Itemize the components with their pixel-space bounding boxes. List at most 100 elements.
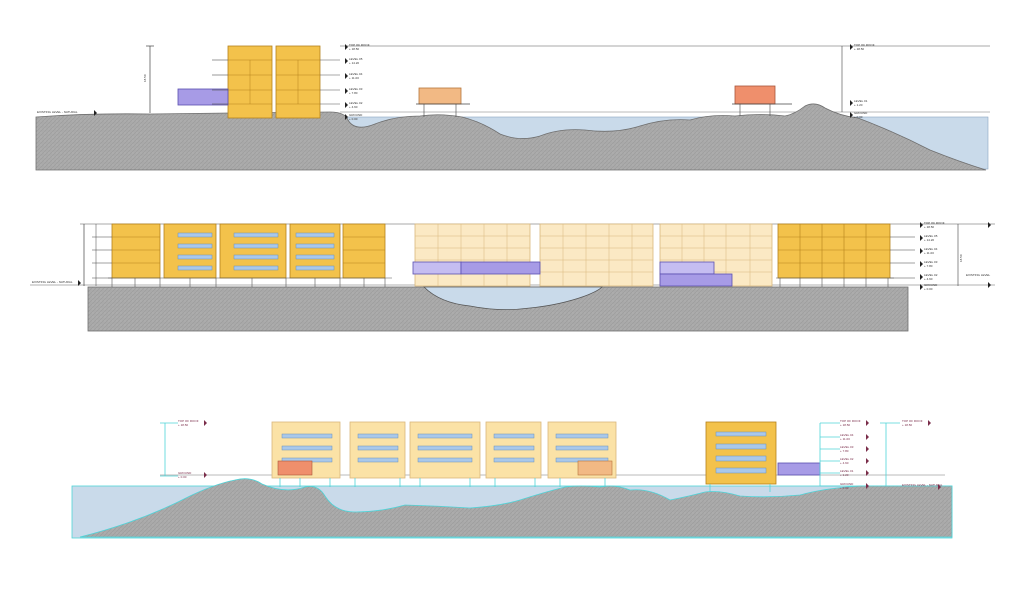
svg-text:LEVEL 02: LEVEL 02 xyxy=(924,273,938,277)
svg-text:TOP OF ROOF: TOP OF ROOF xyxy=(840,419,861,423)
svg-text:+ 7.80: + 7.80 xyxy=(924,264,933,268)
purple-podium xyxy=(177,88,229,106)
level-marker-icon xyxy=(850,44,853,50)
pavilion-red xyxy=(732,85,792,116)
svg-text:LEVEL 04: LEVEL 04 xyxy=(349,72,363,76)
tower-right xyxy=(705,421,777,492)
level-marker-icon xyxy=(866,434,869,440)
svg-text:LEVEL 01: LEVEL 01 xyxy=(840,469,854,473)
building-row-middle xyxy=(412,223,773,287)
level-labels-right: TOP OF ROOF + 18.50 LEVEL 05 + 14.20 LEV… xyxy=(920,221,945,291)
svg-text:+ 11.00: + 11.00 xyxy=(840,437,850,441)
svg-text:LEVEL 05: LEVEL 05 xyxy=(924,234,938,238)
svg-text:TOP OF ROOF: TOP OF ROOF xyxy=(924,221,945,225)
level-marker-icon xyxy=(345,88,348,94)
svg-text:+ 4.60: + 4.60 xyxy=(349,105,358,109)
svg-text:GROUND: GROUND xyxy=(854,111,868,115)
svg-text:+ 0.00: + 0.00 xyxy=(178,475,187,479)
level-marker-icon xyxy=(345,73,348,79)
level-marker-icon xyxy=(988,222,991,228)
block-a xyxy=(163,223,217,279)
svg-text:+ 0.00: + 0.00 xyxy=(924,287,933,291)
svg-text:+ 1.20: + 1.20 xyxy=(840,473,849,477)
svg-text:LEVEL 04: LEVEL 04 xyxy=(924,247,938,251)
height-dimension-label: 18.50 xyxy=(143,74,147,82)
purple-podium xyxy=(777,462,821,476)
building-row-left xyxy=(108,223,392,287)
svg-text:+ 18.50: + 18.50 xyxy=(902,423,912,427)
terrain-section xyxy=(79,478,953,538)
level-marker-icon xyxy=(866,470,869,476)
level-marker-icon xyxy=(928,420,931,426)
tower-b xyxy=(275,45,321,119)
level-marker-icon xyxy=(850,100,853,106)
block-b xyxy=(219,223,287,279)
svg-text:+ 0.00: + 0.00 xyxy=(840,486,849,490)
svg-text:TOP OF ROOF: TOP OF ROOF xyxy=(178,419,199,423)
level-marker-icon xyxy=(204,472,207,478)
level-marker-icon xyxy=(78,280,81,286)
level-marker-icon xyxy=(866,458,869,464)
level-marker-icon xyxy=(345,58,348,64)
level-marker-icon xyxy=(920,284,923,290)
level-marker-icon xyxy=(920,248,923,254)
existing-level-note: EXISTING LEVEL - NATURAL xyxy=(902,483,943,487)
building-block-5 xyxy=(547,421,617,479)
level-labels-left: TOP OF ROOF + 18.50 GROUND + 0.00 xyxy=(178,419,207,479)
level-marker-icon xyxy=(850,112,853,118)
dimension-lines xyxy=(160,422,900,487)
existing-level-note: EXISTING LEVEL - NATURAL xyxy=(37,110,78,114)
svg-text:LEVEL 04: LEVEL 04 xyxy=(840,433,854,437)
block-c xyxy=(289,223,341,279)
pavilion-orange xyxy=(577,460,613,476)
right-level-note: EXISTING LEVEL xyxy=(966,273,991,277)
existing-level-note: EXISTING LEVEL - NATURAL xyxy=(32,280,73,284)
svg-text:GROUND: GROUND xyxy=(178,471,192,475)
svg-text:+ 1.20: + 1.20 xyxy=(854,103,863,107)
level-marker-icon xyxy=(920,235,923,241)
building-row-right xyxy=(776,223,894,287)
building-block-3 xyxy=(409,421,481,479)
level-marker-icon xyxy=(204,420,207,426)
level-marker-icon xyxy=(866,483,869,489)
pavilion-orange xyxy=(416,87,470,117)
svg-text:+ 11.00: + 11.00 xyxy=(349,76,359,80)
svg-text:+ 0.00: + 0.00 xyxy=(349,117,358,121)
height-dimension-label: 18.50 xyxy=(959,254,963,262)
level-marker-icon xyxy=(94,110,97,116)
svg-text:+ 14.20: + 14.20 xyxy=(924,238,934,242)
svg-text:+ 7.80: + 7.80 xyxy=(840,449,849,453)
terrain-section xyxy=(35,103,987,171)
svg-text:+ 11.00: + 11.00 xyxy=(924,251,934,255)
svg-text:GROUND: GROUND xyxy=(840,482,854,486)
section-3: TOP OF ROOF + 18.50 GROUND + 0.00 TOP OF… xyxy=(71,419,953,539)
svg-text:TOP OF ROOF: TOP OF ROOF xyxy=(854,43,875,47)
svg-text:+ 0.00: + 0.00 xyxy=(854,115,863,119)
svg-text:+ 18.50: + 18.50 xyxy=(924,225,934,229)
building-stilts xyxy=(279,478,606,487)
purple-podium xyxy=(460,261,541,275)
floor-ticks xyxy=(92,236,915,279)
purple-podium xyxy=(659,273,733,287)
water-body xyxy=(423,286,603,310)
building-block-4 xyxy=(485,421,542,479)
section-2: EXISTING LEVEL - NATURAL 18.50 EXISTING … xyxy=(30,221,995,332)
svg-text:LEVEL 02: LEVEL 02 xyxy=(349,101,363,105)
svg-text:TOP OF ROOF: TOP OF ROOF xyxy=(902,419,923,423)
level-marker-icon xyxy=(938,484,941,490)
purple-podium xyxy=(659,261,715,275)
svg-text:TOP OF ROOF: TOP OF ROOF xyxy=(349,43,370,47)
svg-text:+ 7.80: + 7.80 xyxy=(349,91,358,95)
level-marker-icon xyxy=(920,222,923,228)
level-marker-icon xyxy=(866,446,869,452)
svg-text:LEVEL 03: LEVEL 03 xyxy=(840,445,854,449)
svg-text:LEVEL 05: LEVEL 05 xyxy=(349,57,363,61)
level-labels-right: TOP OF ROOF + 18.50 LEVEL 04 + 11.00 LEV… xyxy=(840,419,931,490)
level-marker-icon xyxy=(866,420,869,426)
level-marker-icon xyxy=(988,282,991,288)
level-marker-icon xyxy=(920,261,923,267)
floor-ticks xyxy=(212,59,340,105)
level-marker-icon xyxy=(345,102,348,108)
level-marker-icon xyxy=(345,114,348,120)
